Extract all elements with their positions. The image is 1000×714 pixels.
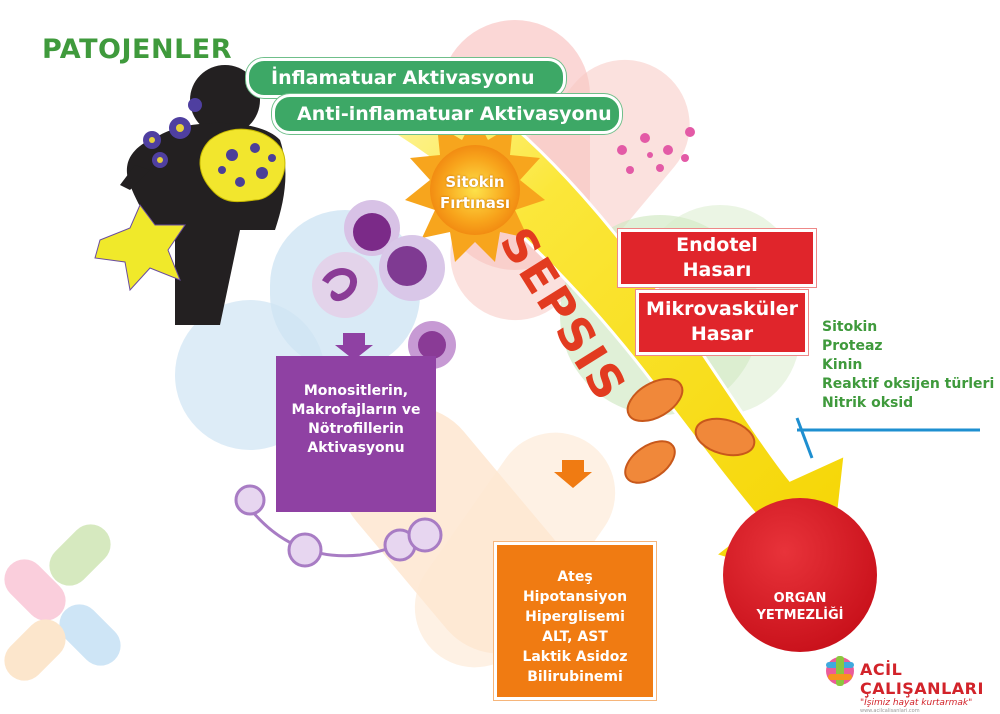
- cell-chain: [234, 484, 443, 568]
- page-title: PATOJENLER: [42, 34, 233, 65]
- activation-line: Monositlerin,: [303, 383, 409, 399]
- mediators-list: Sitokin Proteaz Kinin Reaktif oksijen tü…: [822, 318, 1000, 413]
- mediator-item: Nitrik oksid: [822, 395, 914, 411]
- mediator-item: Reaktif oksijen türleri: [822, 376, 995, 392]
- activation-box: Monositlerin, Makrofajların ve Nötrofill…: [276, 356, 436, 512]
- cytokine-storm-line-2: Fırtınası: [440, 194, 510, 212]
- cytokine-storm-label: Sitokin Fırtınası: [425, 172, 525, 214]
- pathogen-figure: [94, 65, 286, 325]
- brand-logo: ACİL ÇALIŞANLARI "İşimiz hayat kurtarmak…: [860, 660, 1000, 714]
- logo-slogan: "İşimiz hayat kurtarmak": [860, 698, 973, 708]
- anti-inflammatory-pill: Anti-inflamatuar Aktivasyonu: [272, 94, 622, 134]
- symptom-item: Ateş: [557, 569, 593, 585]
- anti-inflammatory-label: Anti-inflamatuar Aktivasyonu: [297, 103, 612, 125]
- microvascular-line-2: Hasar: [690, 323, 754, 345]
- microvascular-damage-box: Mikrovasküler Hasar: [636, 290, 808, 355]
- symptom-item: Hipotansiyon: [522, 589, 628, 605]
- mediator-bar-cap: [795, 417, 814, 459]
- organ-circle: [723, 498, 877, 652]
- endothelial-damage-box: Endotel Hasarı: [618, 229, 816, 287]
- activation-line: Makrofajların ve: [291, 402, 421, 418]
- endothelial-line-2: Hasarı: [682, 259, 752, 281]
- orange-down-arrow: [554, 460, 592, 488]
- mediator-item: Proteaz: [822, 338, 883, 354]
- mediator-item: Kinin: [822, 357, 863, 373]
- purple-down-arrow: [335, 333, 373, 360]
- symptom-item: Laktik Asidoz: [522, 649, 628, 665]
- organ-line-1: ORGAN: [773, 591, 827, 606]
- activation-line: Nötrofillerin: [308, 421, 404, 437]
- mitochondria: [624, 377, 756, 484]
- cytokine-storm-burst: [405, 115, 545, 262]
- endothelial-line-1: Endotel: [676, 234, 758, 256]
- logo-name: ACİL ÇALIŞANLARI: [860, 660, 984, 698]
- inflammatory-label: İnflamatuar Aktivasyonu: [271, 67, 535, 89]
- corner-logo-shapes: [4, 524, 121, 681]
- activation-line: Aktivasyonu: [307, 440, 405, 456]
- mediator-item: Sitokin: [822, 319, 878, 335]
- symptom-item: Hiperglisemi: [525, 609, 625, 625]
- inflammatory-pill: İnflamatuar Aktivasyonu: [246, 58, 566, 98]
- organ-failure-label: ORGAN YETMEZLİĞİ: [735, 590, 865, 624]
- virus-particles: [617, 127, 695, 174]
- symptoms-box: Ateş Hipotansiyon Hiperglisemi ALT, AST …: [494, 542, 656, 700]
- logo-icon: [826, 656, 854, 686]
- cytokine-storm-line-1: Sitokin: [445, 173, 505, 191]
- organ-line-2: YETMEZLİĞİ: [756, 608, 844, 623]
- symptom-item: Bilirubinemi: [527, 669, 623, 685]
- microvascular-line-1: Mikrovasküler: [646, 298, 798, 320]
- symptom-item: ALT, AST: [542, 629, 608, 645]
